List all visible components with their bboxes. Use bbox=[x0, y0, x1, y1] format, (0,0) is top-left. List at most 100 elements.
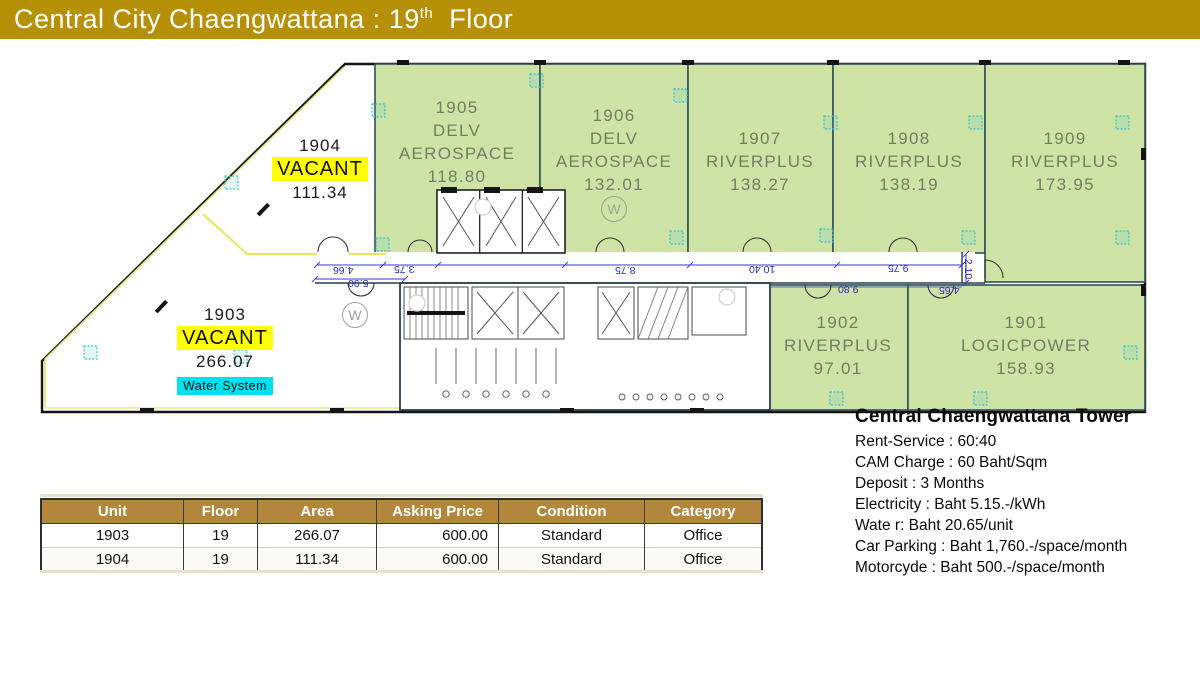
info-line-rent-service: Rent-Service : 60:40 bbox=[855, 433, 997, 450]
col-header-category: Category bbox=[644, 498, 763, 524]
cell-asking-price: 600.00 bbox=[376, 547, 499, 572]
unit-tenant: RIVERPLUS bbox=[854, 152, 964, 171]
availability-table: Unit Floor Area Asking Price Condition C… bbox=[40, 498, 763, 573]
dimension-label: 4.65 bbox=[939, 284, 960, 296]
unit-label-1906: 1906 DELV AEROSPACE 132.01 bbox=[534, 104, 694, 196]
cell-floor: 19 bbox=[183, 523, 258, 548]
unit-area-1901 bbox=[907, 284, 1146, 411]
table-accent-top bbox=[40, 494, 763, 497]
unit-number: 1904 bbox=[299, 136, 341, 155]
unit-tenant: DELV bbox=[432, 121, 482, 140]
title-bar: Central City Chaengwattana : 19th Floor bbox=[0, 0, 1200, 39]
page-title-main: Central City Chaengwattana : 19 bbox=[14, 4, 420, 34]
water-symbol-letter: W bbox=[607, 201, 621, 217]
cell-category: Office bbox=[644, 547, 763, 572]
water-symbol-icon: W bbox=[601, 196, 627, 222]
unit-areas bbox=[374, 63, 1146, 411]
dimension-label: 8.75 bbox=[615, 264, 636, 276]
unit-number: 1903 bbox=[204, 305, 246, 324]
unit-area-value: 132.01 bbox=[584, 175, 644, 194]
col-header-area: Area bbox=[257, 498, 377, 524]
unit-area-1907 bbox=[687, 63, 834, 254]
col-header-floor: Floor bbox=[183, 498, 258, 524]
elevator-bank-top bbox=[436, 187, 566, 254]
unit-label-1908: 1908 RIVERPLUS 138.19 bbox=[829, 127, 989, 196]
dimension-lines bbox=[311, 250, 970, 288]
unit-label-1907: 1907 RIVERPLUS 138.27 bbox=[680, 127, 840, 196]
unit-area-value: 138.19 bbox=[879, 175, 939, 194]
page-title-sup: th bbox=[419, 5, 434, 22]
unit-label-1903: 1903 VACANT 266.07 Water System bbox=[150, 303, 300, 396]
unit-area-value: 266.07 bbox=[196, 352, 254, 371]
toilet-stalls bbox=[435, 348, 557, 384]
unit-area-value: 158.93 bbox=[996, 359, 1056, 378]
dimension-label: 9.75 bbox=[888, 262, 909, 274]
unit-tenant: RIVERPLUS bbox=[1010, 152, 1120, 171]
table-accent-bottom bbox=[40, 570, 763, 573]
cell-area: 266.07 bbox=[257, 523, 377, 548]
cell-condition: Standard bbox=[498, 523, 645, 548]
dimension-label: 3.75 bbox=[394, 263, 415, 275]
cell-floor: 19 bbox=[183, 547, 258, 572]
info-line-cam-charge: CAM Charge : 60 Baht/Sqm bbox=[855, 454, 1048, 471]
unit-tenant: AEROSPACE bbox=[398, 144, 516, 163]
dimension-label: 2.10 bbox=[962, 258, 975, 280]
table-header-row: Unit Floor Area Asking Price Condition C… bbox=[40, 498, 763, 524]
unit-tenant: RIVERPLUS bbox=[705, 152, 815, 171]
col-header-asking-price: Asking Price bbox=[376, 498, 499, 524]
cell-area: 111.34 bbox=[257, 547, 377, 572]
water-system-note: Water System bbox=[176, 377, 274, 395]
unit-label-1904: 1904 VACANT 111.34 bbox=[245, 134, 395, 204]
page-title-suffix: Floor bbox=[449, 4, 514, 34]
col-header-unit: Unit bbox=[40, 498, 184, 524]
info-line-motorcycle: Motorcyde : Baht 500.-/space/month bbox=[855, 559, 1105, 576]
unit-area-value: 173.95 bbox=[1035, 175, 1095, 194]
vacant-badge: VACANT bbox=[177, 326, 273, 350]
dimension-label: 4.66 bbox=[333, 264, 354, 276]
building-info-title: Central Chaengwattana Tower bbox=[855, 406, 1132, 427]
unit-area-value: 111.34 bbox=[292, 183, 348, 202]
col-header-condition: Condition bbox=[498, 498, 645, 524]
unit-area-1908 bbox=[832, 63, 986, 254]
dimension-label: 5.90 bbox=[348, 277, 369, 289]
dimension-label: 9.80 bbox=[838, 283, 859, 295]
unit-label-1905: 1905 DELV AEROSPACE 118.80 bbox=[377, 96, 537, 188]
table-row: 1904 19 111.34 600.00 Standard Office bbox=[40, 547, 763, 572]
vacant-badge: VACANT bbox=[272, 157, 368, 181]
unit-label-1901: 1901 LOGICPOWER 158.93 bbox=[926, 311, 1126, 380]
unit-tenant: AEROSPACE bbox=[555, 152, 673, 171]
fhc-icon bbox=[408, 198, 736, 312]
page-title: Central City Chaengwattana : 19th Floor bbox=[14, 4, 513, 35]
building-info: Central Chaengwattana Tower Rent-Service… bbox=[855, 406, 1195, 578]
info-line-deposit: Deposit : 3 Months bbox=[855, 475, 985, 492]
unit-tenant: RIVERPLUS bbox=[783, 336, 893, 355]
cell-unit: 1903 bbox=[40, 523, 184, 548]
water-symbol-letter: W bbox=[348, 307, 362, 323]
unit-tenant: LOGICPOWER bbox=[960, 336, 1092, 355]
unit-label-1909: 1909 RIVERPLUS 173.95 bbox=[985, 127, 1145, 196]
toilet-fixtures bbox=[442, 390, 550, 398]
unit-label-1902: 1902 RIVERPLUS 97.01 bbox=[758, 311, 918, 380]
unit-tenant: DELV bbox=[589, 129, 639, 148]
unit-area-value: 138.27 bbox=[730, 175, 790, 194]
unit-number: 1907 bbox=[738, 129, 782, 148]
table-row: 1903 19 266.07 600.00 Standard Office bbox=[40, 523, 763, 548]
corridor bbox=[202, 213, 985, 284]
info-line-car-parking: Car Parking : Baht 1,760.-/space/month bbox=[855, 538, 1128, 555]
cell-category: Office bbox=[644, 523, 763, 548]
unit-number: 1902 bbox=[816, 313, 860, 332]
unit-number: 1908 bbox=[887, 129, 931, 148]
info-line-water: Wate r: Baht 20.65/unit bbox=[855, 517, 1013, 534]
unit-area-value: 118.80 bbox=[427, 167, 487, 186]
dimension-label: 10.40 bbox=[749, 263, 776, 275]
unit-area-value: 97.01 bbox=[813, 359, 863, 378]
service-markers bbox=[83, 73, 1138, 406]
cell-unit: 1904 bbox=[40, 547, 184, 572]
service-core bbox=[399, 282, 771, 411]
info-line-electricity: Electricity : Baht 5.15.-/kWh bbox=[855, 496, 1046, 513]
unit-number: 1906 bbox=[592, 106, 636, 125]
unit-area-1909 bbox=[984, 63, 1146, 283]
cell-asking-price: 600.00 bbox=[376, 523, 499, 548]
